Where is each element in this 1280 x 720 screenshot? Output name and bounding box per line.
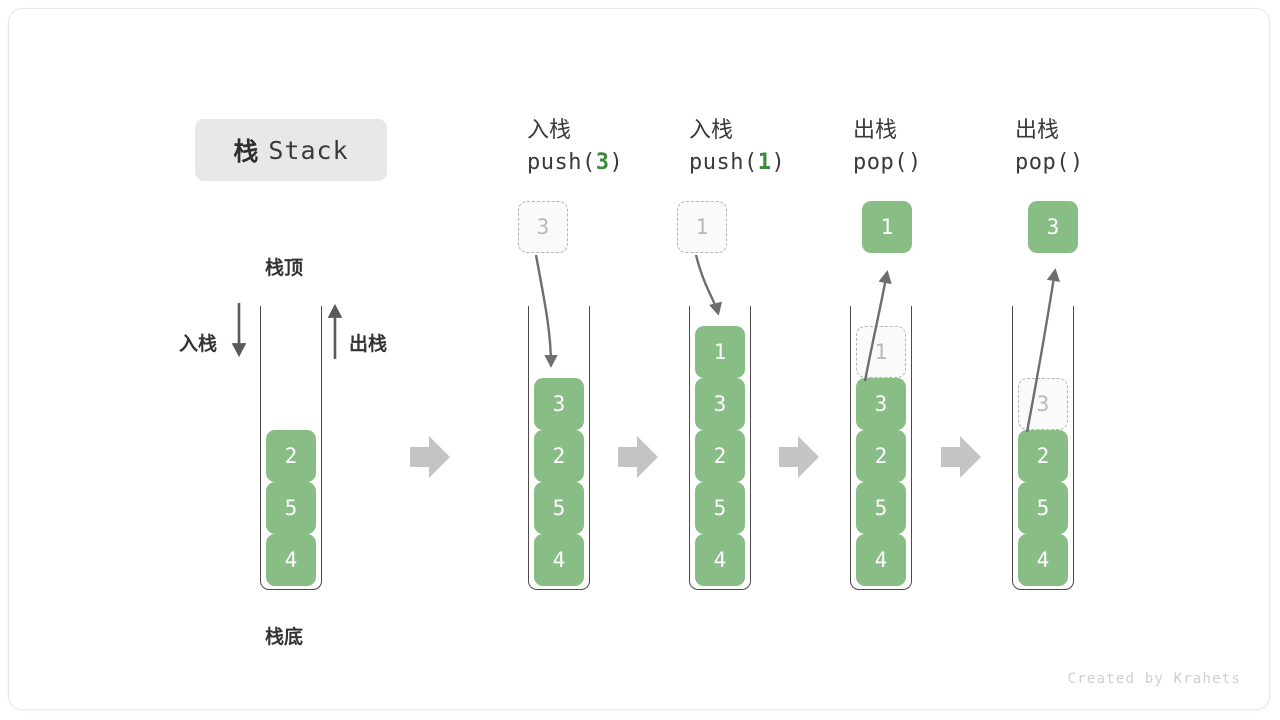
stack-slots: 3 2 5 4 [1012, 378, 1074, 586]
transition-arrow [410, 436, 450, 478]
stack-cell: 3 [695, 378, 745, 430]
stack-cell: 3 [534, 378, 584, 430]
stack-cell: 3 [856, 378, 906, 430]
transition-arrow [941, 436, 981, 478]
stack-cell: 2 [1018, 430, 1068, 482]
stack-cell: 2 [695, 430, 745, 482]
title-cn: 栈 [233, 138, 259, 166]
floating-box-push-1: 1 [677, 201, 727, 253]
stack-cell: 2 [856, 430, 906, 482]
push-arg-value: 3 [595, 150, 610, 175]
column-header-cn: 入栈 [527, 117, 572, 142]
stack-cell: 5 [1018, 482, 1068, 534]
stack-cell: 5 [856, 482, 906, 534]
column-header-code: pop() [853, 150, 922, 175]
floating-box-push-3: 3 [518, 201, 568, 253]
stack-after-push-1: 1 3 2 5 4 [689, 306, 751, 590]
column-header-pop-1: 出栈 pop() [853, 115, 922, 181]
floating-box-pop-3: 3 [1028, 201, 1078, 253]
stack-walls [850, 306, 912, 590]
credit-text: Created by Krahets [1067, 671, 1241, 687]
title-badge: 栈 Stack [195, 119, 387, 181]
stack-cell: 5 [534, 482, 584, 534]
label-pop-side: 出栈 [349, 334, 388, 355]
floating-box-pop-1: 1 [862, 201, 912, 253]
column-header-cn: 出栈 [1015, 117, 1060, 142]
column-header-code: push(3) [527, 150, 624, 175]
label-push-side: 入栈 [179, 334, 218, 355]
stack-walls [689, 306, 751, 590]
stack-slots: 2 5 4 [260, 430, 322, 586]
stack-slots: 3 2 5 4 [528, 378, 590, 586]
stack-walls [260, 306, 322, 590]
column-header-code: pop() [1015, 150, 1084, 175]
stack-walls [528, 306, 590, 590]
diagram-card: 栈 Stack 栈顶 栈底 入栈 出栈 入栈 push(3) 入栈 push(1… [8, 8, 1270, 710]
column-header-pop-3: 出栈 pop() [1015, 115, 1084, 181]
column-header-push-1: 入栈 push(1) [689, 115, 785, 181]
stack-cell: 4 [534, 534, 584, 586]
stack-pop-3: 3 2 5 4 [1012, 306, 1074, 590]
stack-cell: 2 [266, 430, 316, 482]
stack-cell: 4 [856, 534, 906, 586]
stack-pop-1: 1 3 2 5 4 [850, 306, 912, 590]
stack-initial: 2 5 4 [260, 306, 322, 590]
stack-cell: 2 [534, 430, 584, 482]
column-header-cn: 入栈 [689, 117, 734, 142]
stack-cell: 4 [1018, 534, 1068, 586]
transition-arrow [779, 436, 819, 478]
stack-cell-ghost: 3 [1018, 378, 1068, 430]
stack-cell: 4 [695, 534, 745, 586]
stack-after-push-3: 3 2 5 4 [528, 306, 590, 590]
curve-push-1 [694, 254, 723, 316]
label-stack-bottom: 栈底 [265, 627, 304, 648]
stack-walls [1012, 306, 1074, 590]
column-header-push-3: 入栈 push(3) [527, 115, 623, 181]
stack-slots: 1 3 2 5 4 [689, 326, 751, 586]
stack-cell: 4 [266, 534, 316, 586]
stack-cell-ghost: 1 [856, 326, 906, 378]
title-en: Stack [268, 135, 349, 165]
push-arg-value: 1 [757, 150, 772, 175]
column-header-code: push(1) [689, 150, 786, 175]
transition-arrow [618, 436, 658, 478]
stack-cell: 5 [695, 482, 745, 534]
label-stack-top: 栈顶 [265, 258, 304, 279]
stack-cell: 5 [266, 482, 316, 534]
column-header-cn: 出栈 [853, 117, 898, 142]
stack-cell: 1 [695, 326, 745, 378]
stack-slots: 1 3 2 5 4 [850, 326, 912, 586]
